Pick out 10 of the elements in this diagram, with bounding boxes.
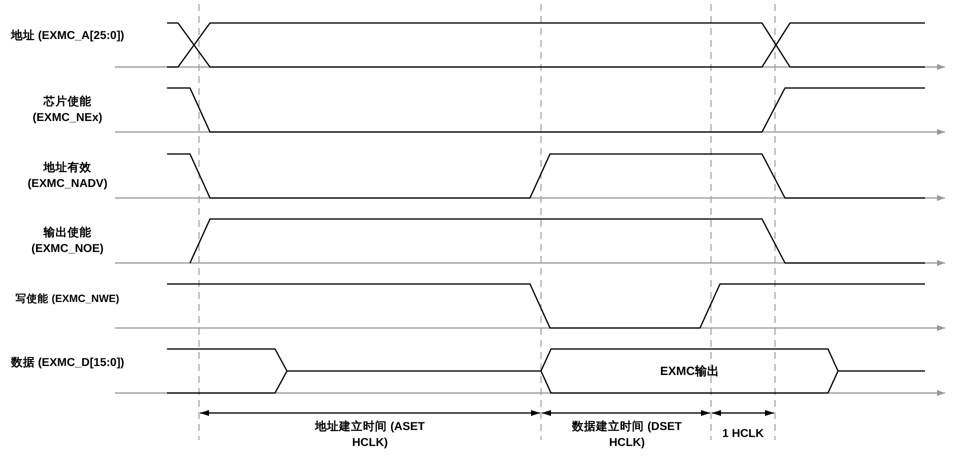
data-valid-window: EXMC输出: [541, 349, 838, 393]
dimension-label: 地址建立时间 (ASET HCLK): [315, 419, 425, 451]
signal-label: 地址有效 (EXMC_NADV): [26, 160, 108, 192]
dimension-label: 1 HCLK: [721, 427, 765, 442]
dimension-label: 数据建立时间 (DSET HCLK): [572, 419, 682, 451]
signal-label: 写使能 (EXMC_NWE): [14, 292, 120, 307]
signal-label: 输出使能 (EXMC_NOE): [30, 225, 105, 257]
signal-label: 地址 (EXMC_A[25:0]): [10, 28, 125, 44]
signal-label: 数据 (EXMC_D[15:0]): [10, 356, 125, 371]
signal-label: 芯片使能 (EXMC_NEx): [32, 94, 104, 126]
